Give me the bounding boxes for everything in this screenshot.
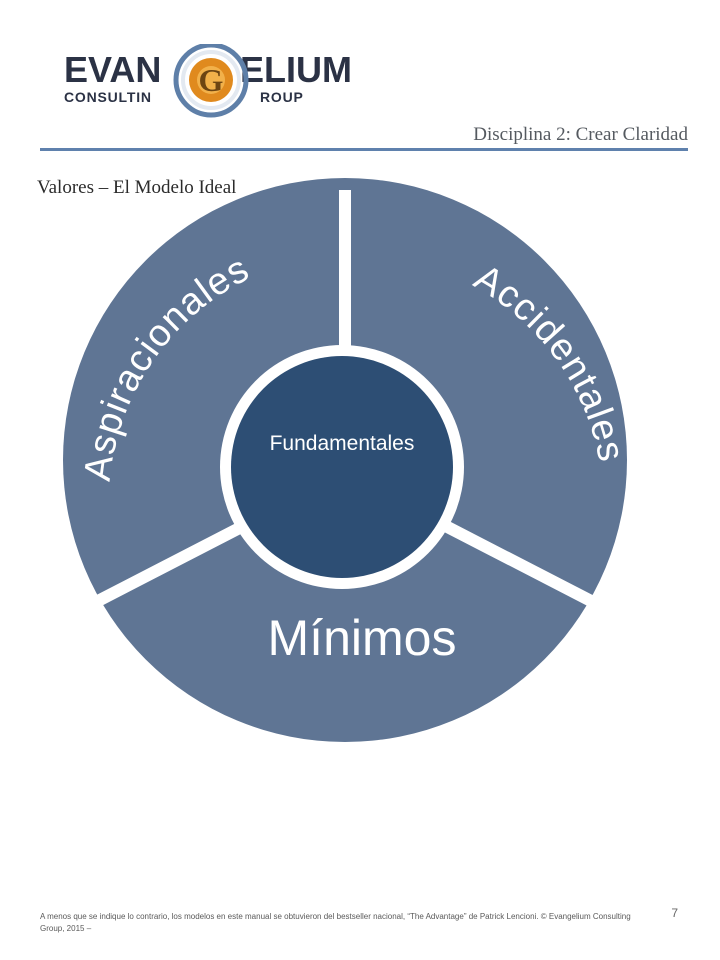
page-number: 7 bbox=[671, 906, 678, 920]
separator-left bbox=[93, 513, 260, 608]
logo-subword-left: CONSULTIN bbox=[64, 89, 152, 105]
segment-label-minimos: Mínimos bbox=[268, 610, 457, 666]
footer-note: A menos que se indique lo contrario, los… bbox=[40, 912, 631, 933]
center-label: Fundamentales bbox=[270, 432, 415, 455]
logo-monogram-letter: G bbox=[199, 62, 224, 98]
center-circle bbox=[231, 356, 453, 578]
page-subtitle: Valores – El Modelo Ideal bbox=[37, 177, 237, 198]
company-logo: EVAN ELIUM CONSULTIN ROUP G bbox=[62, 44, 368, 124]
header-divider bbox=[40, 148, 688, 151]
separator-right bbox=[429, 513, 596, 608]
logo-word-left: EVAN bbox=[64, 49, 161, 90]
logo-graphic: EVAN ELIUM CONSULTIN ROUP G bbox=[64, 44, 352, 118]
logo-monogram: G bbox=[173, 44, 249, 118]
logo-subword-right: ROUP bbox=[260, 89, 304, 105]
section-title: Disciplina 2: Crear Claridad bbox=[473, 124, 688, 145]
logo-word-right: ELIUM bbox=[240, 49, 352, 90]
